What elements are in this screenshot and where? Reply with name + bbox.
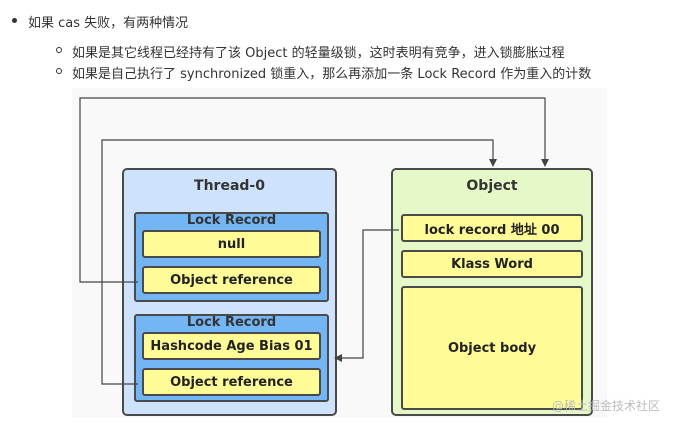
watermark: @稀土掘金技术社区 <box>551 399 660 413</box>
lock-record-2: Lock Record Hashcode Age Bias 01 Object … <box>134 314 329 402</box>
klass-word-field: Klass Word <box>401 250 583 278</box>
object-title: Object <box>466 178 518 194</box>
reference-arrow-2 <box>101 139 497 385</box>
reference-arrow-1 <box>79 97 549 283</box>
bullet-circle-icon <box>56 68 62 74</box>
lock-record-address-arrow <box>334 229 399 362</box>
object-reference-field: Object reference <box>142 266 321 294</box>
thread-panel: Thread-0 Lock Record null Object referen… <box>122 168 337 416</box>
bullet-level1: 如果 cas 失败，有两种情况 <box>12 12 189 31</box>
bullet-circle-icon <box>56 47 62 53</box>
object-panel: Object lock record 地址 00 Klass Word Obje… <box>391 168 593 416</box>
bullet-text: 如果是其它线程已经持有了该 Object 的轻量级锁，这时表明有竞争，进入锁膨胀… <box>72 46 565 61</box>
lock-record-value: null <box>142 230 321 258</box>
bullet-dot-icon <box>12 18 17 23</box>
lock-record-title: Lock Record <box>186 315 277 330</box>
lock-record-title: Lock Record <box>186 213 277 228</box>
bullet-level2-item: 如果是自己执行了 synchronized 锁重入，那么再添加一条 Lock R… <box>56 63 592 82</box>
mark-word-field: lock record 地址 00 <box>401 214 583 242</box>
thread-title: Thread-0 <box>194 178 265 194</box>
object-body-field: Object body <box>401 286 583 410</box>
lock-record-1: Lock Record null Object reference <box>134 212 329 302</box>
bullet-level2-item: 如果是其它线程已经持有了该 Object 的轻量级锁，这时表明有竞争，进入锁膨胀… <box>56 42 565 61</box>
bullet-text: 如果是自己执行了 synchronized 锁重入，那么再添加一条 Lock R… <box>72 67 592 82</box>
lock-record-value: Hashcode Age Bias 01 <box>142 332 321 360</box>
bullet-text: 如果 cas 失败，有两种情况 <box>28 16 189 31</box>
object-reference-field: Object reference <box>142 368 321 396</box>
